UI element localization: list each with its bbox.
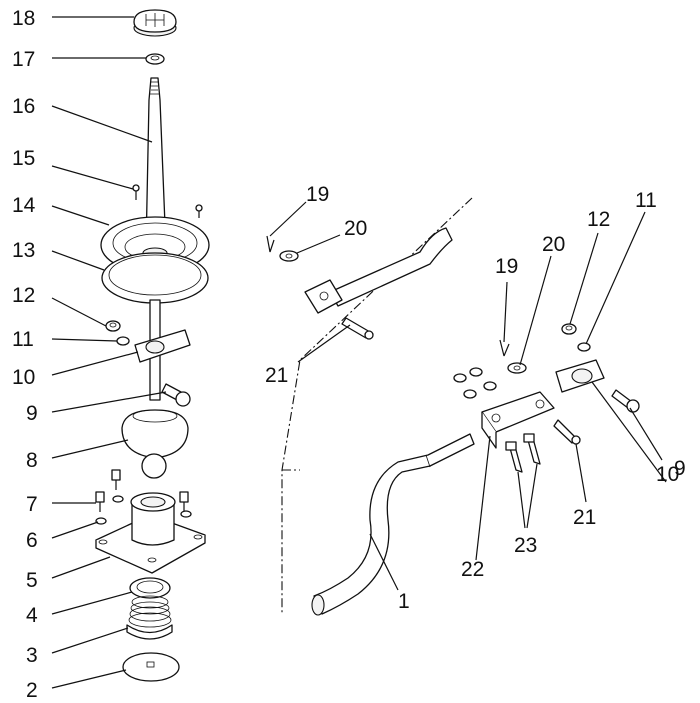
callout-5: 5 [26,569,38,592]
callout-9-left: 9 [26,402,38,425]
callout-2: 2 [26,679,38,702]
part-15-screw [132,184,203,218]
part-18-knob [133,9,177,37]
callout-13: 13 [12,239,35,262]
leader-lines [51,16,667,689]
part-6-washer [95,495,192,525]
part-19-cotter-pin-right [499,339,510,357]
part-11-washer-left [116,336,130,346]
callout-12-right: 12 [587,208,610,231]
gear-lever-assembly [95,9,210,682]
callout-12-left: 12 [12,284,35,307]
callout-20-upper: 20 [344,217,367,240]
callout-8: 8 [26,449,38,472]
linkage-assembly [266,197,640,616]
part-10-clamp-right [555,359,605,393]
part-22-fork-bracket [481,391,555,449]
part-9-bolt-right [611,389,640,413]
callout-9-right: 9 [674,457,686,480]
callout-15: 15 [12,147,35,170]
callout-19-upper: 19 [306,183,329,206]
part-2-cover [122,652,180,682]
callout-11-right: 11 [635,189,657,212]
part-5-housing [95,492,206,574]
part-8-ball-joint [121,409,189,479]
upper-rod [304,227,453,314]
callout-4: 4 [26,604,38,627]
callout-11-left: 11 [12,328,34,351]
part-1-main-rod [311,433,475,616]
part-13-gasket [101,252,209,304]
callout-14: 14 [12,194,36,217]
callout-21-upper: 21 [265,364,288,387]
part-20-washer-upper [279,250,299,262]
callout-labels: 18 17 16 15 14 13 12 11 10 9 8 7 6 5 4 3… [12,7,686,702]
callout-22: 22 [461,558,484,581]
part-12-nut-right [561,323,577,335]
nut-washer-cluster [453,367,497,399]
callout-7: 7 [26,493,38,516]
part-7-bolt [95,469,189,512]
part-19-cotter-pin-upper [266,235,275,253]
part-23-bolt [505,433,541,473]
part-11-washer-right [577,342,591,352]
part-10-clamp-left [134,329,191,363]
callout-10-right: 10 [656,463,679,486]
part-17-nut [145,53,165,65]
callout-23: 23 [514,534,537,557]
part-4-ring [129,577,171,599]
callout-10-left: 10 [12,366,35,389]
part-20-washer-right [507,362,527,374]
callout-16: 16 [12,95,35,118]
callout-18: 18 [12,7,35,30]
callout-19-right: 19 [495,255,518,278]
callout-3: 3 [26,644,38,667]
callout-21-right: 21 [573,506,596,529]
part-12-nut-left [105,320,121,332]
part-9-bolt-left [161,383,191,407]
callout-1: 1 [398,590,410,613]
callout-6: 6 [26,529,38,552]
callout-20-right: 20 [542,233,565,256]
part-3-spring [126,595,173,640]
callout-17: 17 [12,48,35,71]
part-21-pin-upper [341,317,374,340]
part-21-pin-right [553,419,581,445]
